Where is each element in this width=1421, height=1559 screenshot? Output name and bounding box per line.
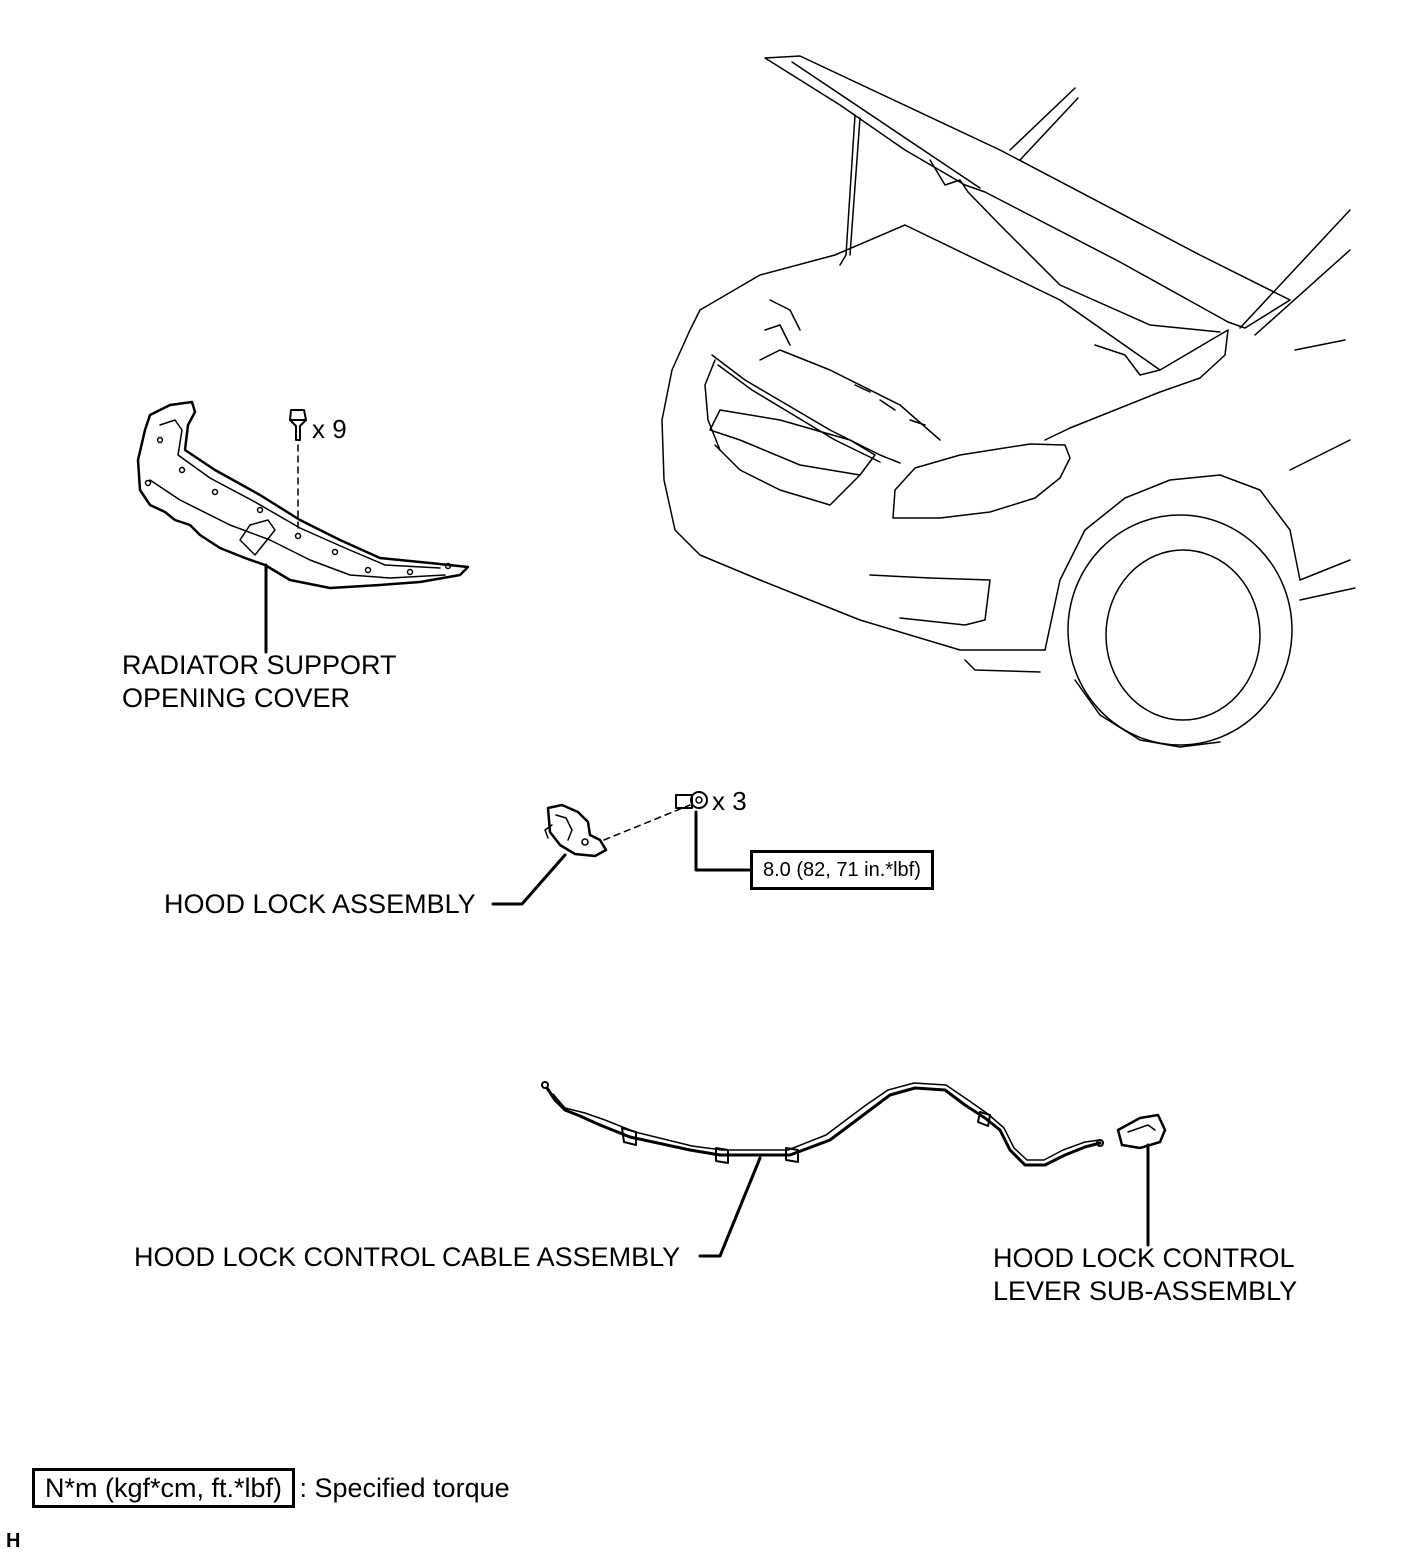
clip-fastener-icon	[289, 409, 307, 441]
radiator-cover-label: RADIATOR SUPPORT OPENING COVER	[122, 649, 397, 715]
corner-mark: H	[6, 1530, 21, 1552]
hood-lock-assembly-illustration	[544, 803, 608, 858]
legend: N*m (kgf*cm, ft.*lbf) : Specified torque	[32, 1468, 510, 1508]
lever-label-line-1: HOOD LOCK CONTROL	[993, 1243, 1295, 1273]
hood-lock-assembly-label: HOOD LOCK ASSEMBLY	[164, 889, 476, 919]
hood-lock-cable-illustration	[541, 1081, 1104, 1167]
legend-meaning: : Specified torque	[299, 1473, 510, 1503]
bolt-icon	[675, 791, 708, 809]
lever-label-line-2: LEVER SUB-ASSEMBLY	[993, 1276, 1298, 1306]
legend-unit-box: N*m (kgf*cm, ft.*lbf)	[32, 1468, 296, 1508]
hood-lock-lever-illustration	[1116, 1113, 1167, 1150]
radiator-cover-label-line-1: RADIATOR SUPPORT	[122, 650, 397, 680]
torque-spec-box: 8.0 (82, 71 in.*lbf)	[750, 850, 934, 890]
lever-sub-assembly-label: HOOD LOCK CONTROL LEVER SUB-ASSEMBLY	[993, 1242, 1297, 1308]
radiator-support-cover-illustration	[136, 400, 470, 590]
vehicle-front-illustration	[661, 55, 1356, 748]
bolt-quantity: x 3	[712, 786, 747, 816]
radiator-cover-label-line-2: OPENING COVER	[122, 683, 351, 713]
clip-quantity: x 9	[312, 414, 347, 444]
cable-assembly-label: HOOD LOCK CONTROL CABLE ASSEMBLY	[134, 1242, 681, 1272]
